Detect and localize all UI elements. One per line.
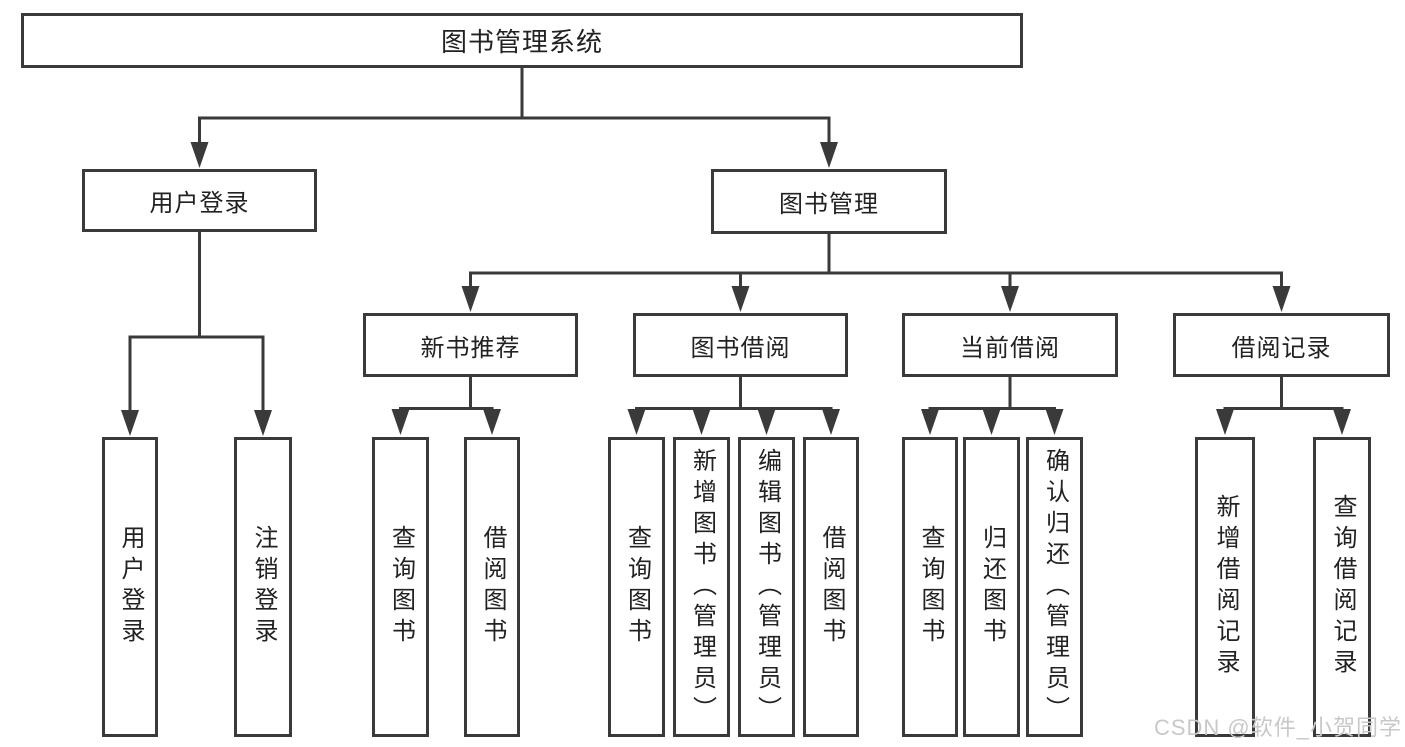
leaf-recommend-query-books: 查询图书 bbox=[372, 437, 429, 737]
leaf-logout: 注销登录 bbox=[234, 437, 292, 737]
node-label: 查询借阅记录 bbox=[1329, 494, 1356, 680]
arrow-down-icon bbox=[1045, 409, 1064, 435]
arrow-down-icon bbox=[1001, 286, 1019, 312]
node-library-management-system: 图书管理系统 bbox=[21, 13, 1023, 68]
leaf-borrowing-query-books: 查询图书 bbox=[608, 437, 665, 737]
arrow-down-icon bbox=[254, 410, 272, 436]
leaf-current-query-books: 查询图书 bbox=[902, 437, 958, 737]
leaf-current-return-books: 归还图书 bbox=[963, 437, 1020, 737]
leaf-borrowing-borrow-books: 借阅图书 bbox=[803, 437, 859, 737]
node-label: 归还图书 bbox=[978, 525, 1006, 649]
node-label: 确认归还（管理员） bbox=[1041, 447, 1069, 727]
node-book-management: 图书管理 bbox=[711, 169, 947, 234]
arrow-down-icon bbox=[757, 409, 776, 435]
leaf-current-confirm-return-admin: 确认归还（管理员） bbox=[1026, 437, 1083, 737]
node-label: 用户登录 bbox=[117, 525, 144, 649]
arrow-down-icon bbox=[391, 409, 410, 435]
node-label: 查询图书 bbox=[387, 525, 415, 649]
leaf-records-query-borrow-record: 查询借阅记录 bbox=[1313, 437, 1371, 737]
node-label: 图书管理系统 bbox=[440, 27, 603, 57]
leaf-user-login: 用户登录 bbox=[102, 437, 158, 737]
arrow-down-icon bbox=[1272, 286, 1291, 312]
arrow-down-icon bbox=[483, 409, 501, 435]
node-label: 查询图书 bbox=[917, 525, 944, 649]
node-label: 借阅记录 bbox=[1231, 334, 1332, 362]
arrow-down-icon bbox=[1333, 409, 1351, 435]
node-label: 用户登录 bbox=[149, 190, 250, 217]
arrow-down-icon bbox=[982, 409, 1001, 435]
arrow-down-icon bbox=[692, 409, 711, 435]
arrow-down-icon bbox=[190, 142, 209, 168]
node-current-borrowing: 当前借阅 bbox=[902, 313, 1118, 377]
arrow-down-icon bbox=[822, 409, 840, 435]
node-label: 注销登录 bbox=[250, 525, 277, 649]
arrow-down-icon bbox=[627, 409, 646, 435]
csdn-watermark: CSDN @软件_小贺同学 bbox=[1153, 715, 1402, 740]
node-label: 编辑图书（管理员） bbox=[753, 447, 781, 727]
arrow-down-icon bbox=[921, 409, 939, 435]
arrow-down-icon bbox=[731, 286, 750, 312]
node-label: 借阅图书 bbox=[479, 525, 506, 649]
node-label: 新增借阅记录 bbox=[1212, 494, 1239, 680]
node-new-book-recommendation: 新书推荐 bbox=[363, 313, 578, 377]
node-label: 新书推荐 bbox=[420, 334, 521, 362]
node-borrowing-records: 借阅记录 bbox=[1173, 313, 1390, 377]
arrow-down-icon bbox=[820, 142, 838, 168]
leaf-borrowing-edit-books-admin: 编辑图书（管理员） bbox=[738, 437, 795, 737]
arrow-down-icon bbox=[1216, 409, 1234, 435]
node-label: 图书管理 bbox=[779, 191, 879, 218]
leaf-recommend-borrow-books: 借阅图书 bbox=[464, 437, 520, 737]
arrow-down-icon bbox=[461, 286, 480, 312]
node-label: 新增图书（管理员） bbox=[688, 447, 716, 727]
leaf-borrowing-add-books-admin: 新增图书（管理员） bbox=[673, 437, 730, 737]
node-label: 当前借阅 bbox=[960, 334, 1060, 362]
arrow-down-icon bbox=[121, 410, 139, 436]
node-label: 借阅图书 bbox=[818, 525, 845, 649]
leaf-records-add-borrow-record: 新增借阅记录 bbox=[1195, 437, 1255, 737]
node-label: 查询图书 bbox=[623, 525, 651, 649]
node-label: 图书借阅 bbox=[690, 334, 791, 362]
node-user-login: 用户登录 bbox=[82, 169, 317, 232]
node-book-borrowing: 图书借阅 bbox=[633, 313, 848, 377]
